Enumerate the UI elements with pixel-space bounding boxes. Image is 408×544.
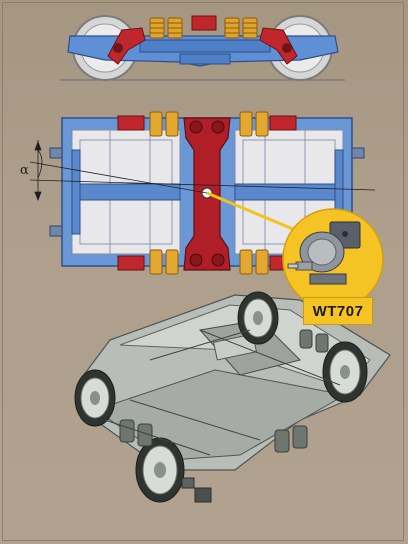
top-springs bbox=[149, 111, 269, 275]
bogie-side-view bbox=[60, 15, 345, 81]
side-axle-arms bbox=[107, 15, 298, 65]
page-frame bbox=[2, 2, 404, 541]
sensor-callout bbox=[282, 208, 384, 310]
sensor-connector-line bbox=[206, 191, 301, 234]
render-springs bbox=[119, 329, 329, 453]
wt707-sensor-photo bbox=[287, 221, 361, 285]
wt707-model-badge: WT707 bbox=[303, 297, 373, 325]
angle-reference-lines bbox=[29, 140, 376, 202]
bogie-3d-render bbox=[74, 291, 391, 503]
angle-alpha-label: α bbox=[20, 163, 29, 178]
